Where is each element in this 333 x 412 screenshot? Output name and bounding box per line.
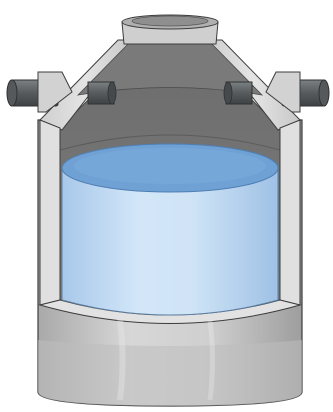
- water-icon: [62, 144, 278, 315]
- manhole-icon: [122, 15, 218, 44]
